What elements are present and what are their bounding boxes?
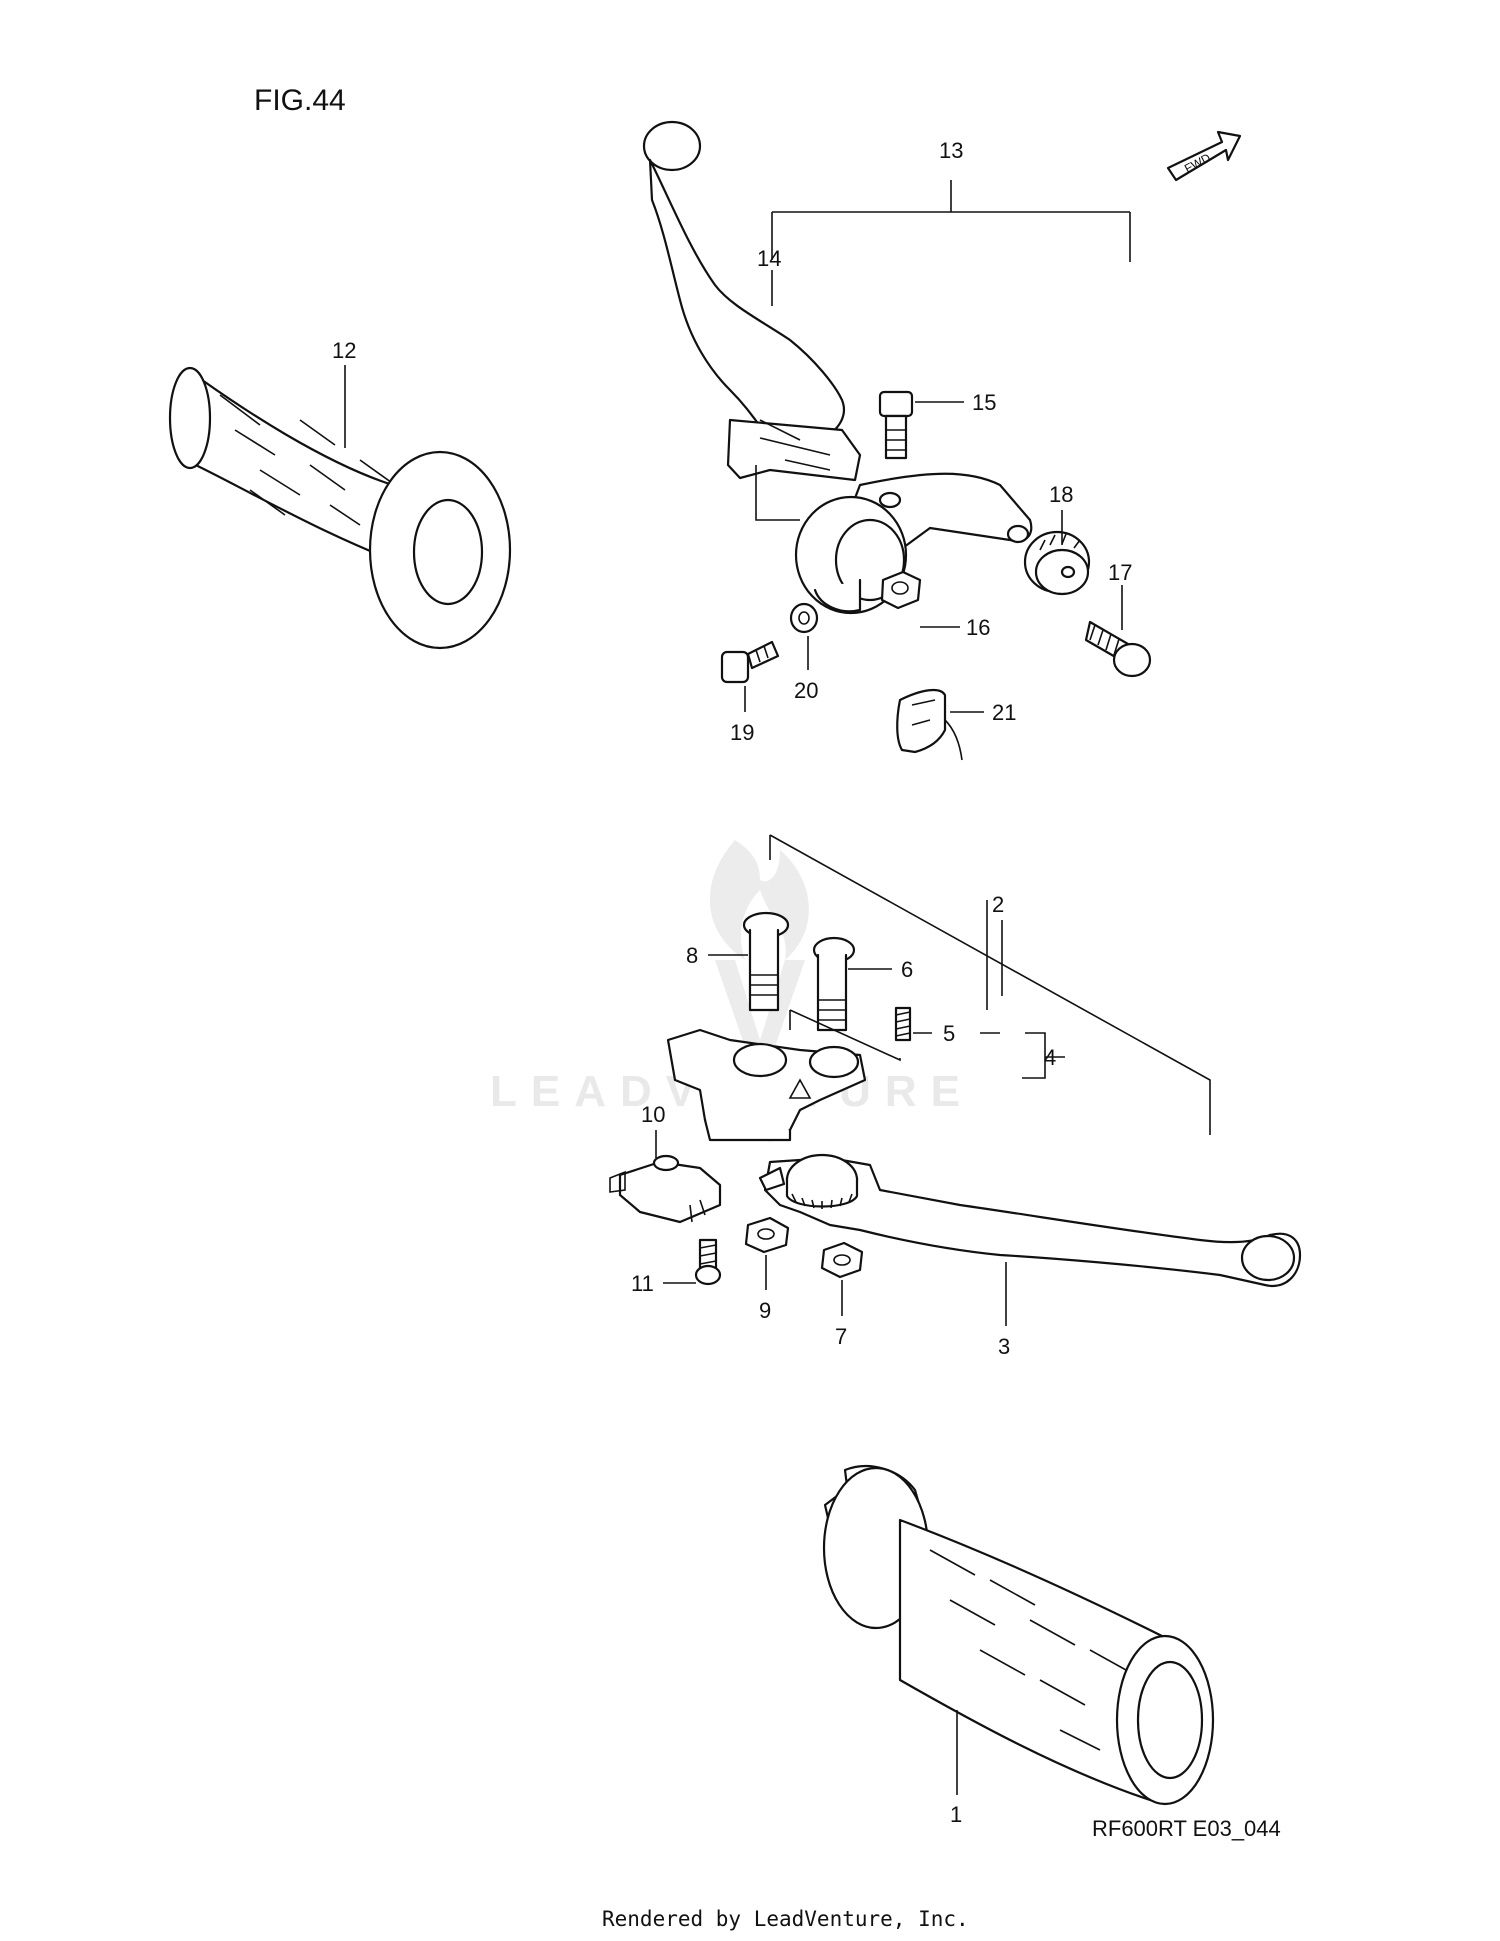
part-21-switch (896, 688, 963, 761)
figure-title: FIG.44 (254, 84, 346, 117)
part-8-bolt (742, 911, 790, 1012)
callout-20: 20 (794, 678, 818, 703)
callout-4: 4 (1044, 1045, 1056, 1070)
callout-21: 21 (992, 700, 1016, 725)
part-19-bolt (720, 640, 780, 684)
callout-7: 7 (835, 1324, 847, 1349)
callout-18: 18 (1049, 482, 1073, 507)
part-1-throttle-grip (822, 1465, 1215, 1806)
part-20-washer (789, 602, 819, 634)
part-16-nut (880, 570, 922, 610)
callout-8: 8 (686, 943, 698, 968)
part-6-bolt (812, 936, 856, 1032)
part-11-screw (694, 1238, 722, 1286)
part-3-lever (758, 1153, 1302, 1288)
callout-1: 1 (950, 1802, 962, 1827)
callout-5: 5 (943, 1021, 955, 1046)
part-4-holder (666, 1009, 901, 1142)
bracket-13 (771, 180, 1131, 262)
part-7-nut (820, 1241, 864, 1279)
callout-15: 15 (972, 390, 996, 415)
callout-13: 13 (939, 138, 963, 163)
callouts: 1 2 3 4 5 6 7 8 9 10 11 12 13 (332, 138, 1132, 1827)
part-15-bolt (878, 390, 914, 460)
callout-9: 9 (759, 1298, 771, 1323)
callout-10: 10 (641, 1102, 665, 1127)
diagram-code: RF600RT E03_044 (1092, 1816, 1281, 1841)
fwd-arrow-icon: FWD (1166, 130, 1242, 182)
part-17-screw (1084, 620, 1152, 678)
callout-2: 2 (992, 892, 1004, 917)
callout-3: 3 (998, 1334, 1010, 1359)
part-5-spring (894, 1006, 912, 1042)
callout-14: 14 (757, 246, 781, 271)
callout-12: 12 (332, 338, 356, 363)
part-9-nut (744, 1216, 790, 1254)
callout-19: 19 (730, 720, 754, 745)
part-18-adjuster (1023, 530, 1091, 596)
part-14-lever (642, 120, 862, 482)
render-credit: Rendered by LeadVenture, Inc. (602, 1907, 969, 1931)
watermark-v-icon (715, 960, 805, 1090)
part-12-grip (168, 366, 512, 650)
part-10-switch (609, 1154, 722, 1224)
bracket-2 (769, 834, 1211, 1135)
callout-17: 17 (1108, 560, 1132, 585)
callout-6: 6 (901, 957, 913, 982)
callout-16: 16 (966, 615, 990, 640)
callout-11: 11 (631, 1271, 654, 1296)
